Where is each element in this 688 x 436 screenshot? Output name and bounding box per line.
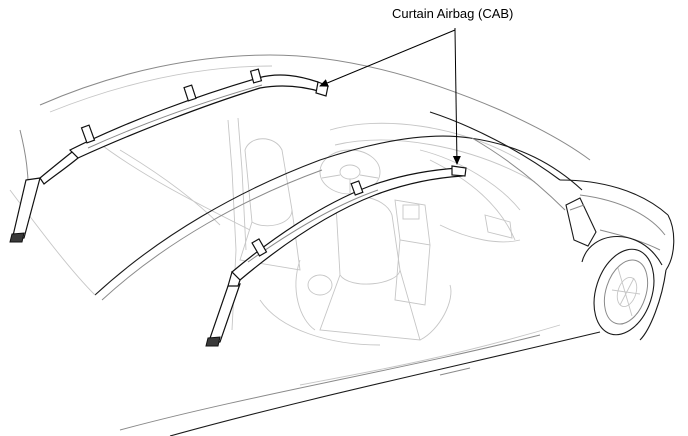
callout-label: Curtain Airbag (CAB)	[392, 6, 514, 21]
callout-leaders	[319, 28, 461, 165]
curtain-airbag-far	[9, 68, 329, 243]
car-body	[9, 54, 675, 436]
interior-details	[94, 117, 536, 346]
curtain-airbag-near	[205, 165, 467, 347]
